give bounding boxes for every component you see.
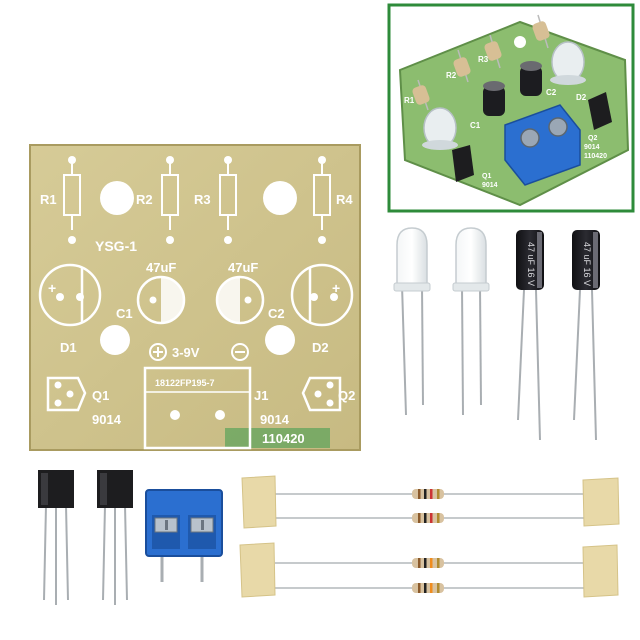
svg-text:+: + xyxy=(48,280,56,296)
inset-capacitor-c1 xyxy=(483,81,505,116)
capacitor-1-label: 47 uF 16 V xyxy=(526,242,536,286)
transistor-component-1 xyxy=(38,470,74,605)
inset-label-d2: D2 xyxy=(576,93,587,102)
label-q2-type: 9014 xyxy=(260,412,290,427)
inset-label-q1-type: 9014 xyxy=(482,182,498,189)
transistor-footprint-q1 xyxy=(46,376,87,412)
resistor-footprint-r2 xyxy=(161,160,179,230)
led-component-1 xyxy=(393,227,431,416)
resistor-component-2 xyxy=(412,513,444,523)
inset-label-r3: R3 xyxy=(478,55,489,64)
inset-transistor-q2 xyxy=(588,92,612,130)
label-c2: C2 xyxy=(268,306,285,321)
inset-label-q1: Q1 xyxy=(482,173,491,180)
label-q1: Q1 xyxy=(92,388,109,403)
led-component-2 xyxy=(452,227,490,416)
power-plus-icon xyxy=(149,343,167,361)
inset-label-r2: R2 xyxy=(446,71,457,80)
led-footprint-d2 xyxy=(290,263,354,327)
mounting-hole-left xyxy=(100,181,134,215)
resistor-component-3 xyxy=(412,558,444,568)
label-r2: R2 xyxy=(136,192,153,207)
transistor-footprint-q2 xyxy=(301,376,342,412)
label-r1: R1 xyxy=(40,192,57,207)
terminal-block-component xyxy=(145,489,223,582)
inset-label-board-name: YSG-1 xyxy=(466,195,487,202)
label-q2: Q2 xyxy=(338,388,355,403)
capacitor-footprint-c2 xyxy=(215,275,265,325)
label-q1-type: 9014 xyxy=(92,412,122,427)
label-c1: C1 xyxy=(116,306,133,321)
resistor-component-1 xyxy=(412,489,444,499)
label-chip-code: 18122FP195-7 xyxy=(155,378,215,388)
inset-label-q2-type: 9014 xyxy=(584,144,600,151)
label-power: 3-9V xyxy=(172,345,200,360)
inset-transistor-q1 xyxy=(452,145,474,182)
mounting-hole-right xyxy=(263,181,297,215)
inset-label-r1: R1 xyxy=(404,96,415,105)
resistor-strip-bottom xyxy=(239,542,619,598)
inset-label-c2: C2 xyxy=(546,88,557,97)
inset-resistor-r2 xyxy=(453,49,471,83)
label-date-code: 110420 xyxy=(262,431,305,446)
led-footprint-d1 xyxy=(38,263,102,327)
capacitor-component-2: 47 uF 16 V xyxy=(572,230,600,441)
inset-led-d2 xyxy=(550,41,586,85)
terminal-footprint-j1 xyxy=(143,366,252,450)
capacitor-2-label: 47 uF 16 V xyxy=(582,242,592,286)
inset-label-q2: Q2 xyxy=(588,135,597,142)
transistor-component-2 xyxy=(97,470,133,605)
label-r3: R3 xyxy=(194,192,211,207)
inset-capacitor-c2 xyxy=(520,61,542,96)
label-cap-left: 47uF xyxy=(146,260,176,275)
capacitor-footprint-c1 xyxy=(136,275,186,325)
label-j1: J1 xyxy=(254,388,268,403)
resistor-strip-top xyxy=(241,475,620,529)
inset-label-c1: C1 xyxy=(470,121,481,130)
mounting-hole-bottom-right xyxy=(265,325,295,355)
inset-terminal-block xyxy=(504,104,581,186)
label-d1: D1 xyxy=(60,340,77,355)
inset-led-d1 xyxy=(422,107,458,150)
label-cap-right: 47uF xyxy=(228,260,258,275)
inset-resistor-r3 xyxy=(484,34,502,69)
capacitor-component-1: 47 uF 16 V xyxy=(516,230,544,441)
label-r4: R4 xyxy=(336,192,353,207)
mounting-hole-bottom-left xyxy=(100,325,130,355)
power-minus-icon xyxy=(231,343,249,361)
inset-label-date-code: 110420 xyxy=(584,153,607,160)
resistor-component-4 xyxy=(412,583,444,593)
inset-resistor-r4 xyxy=(532,14,550,49)
svg-text:+: + xyxy=(332,280,340,296)
inset-resistor-r1 xyxy=(412,79,430,111)
label-d2: D2 xyxy=(312,340,329,355)
label-board-name: YSG-1 xyxy=(95,238,137,254)
